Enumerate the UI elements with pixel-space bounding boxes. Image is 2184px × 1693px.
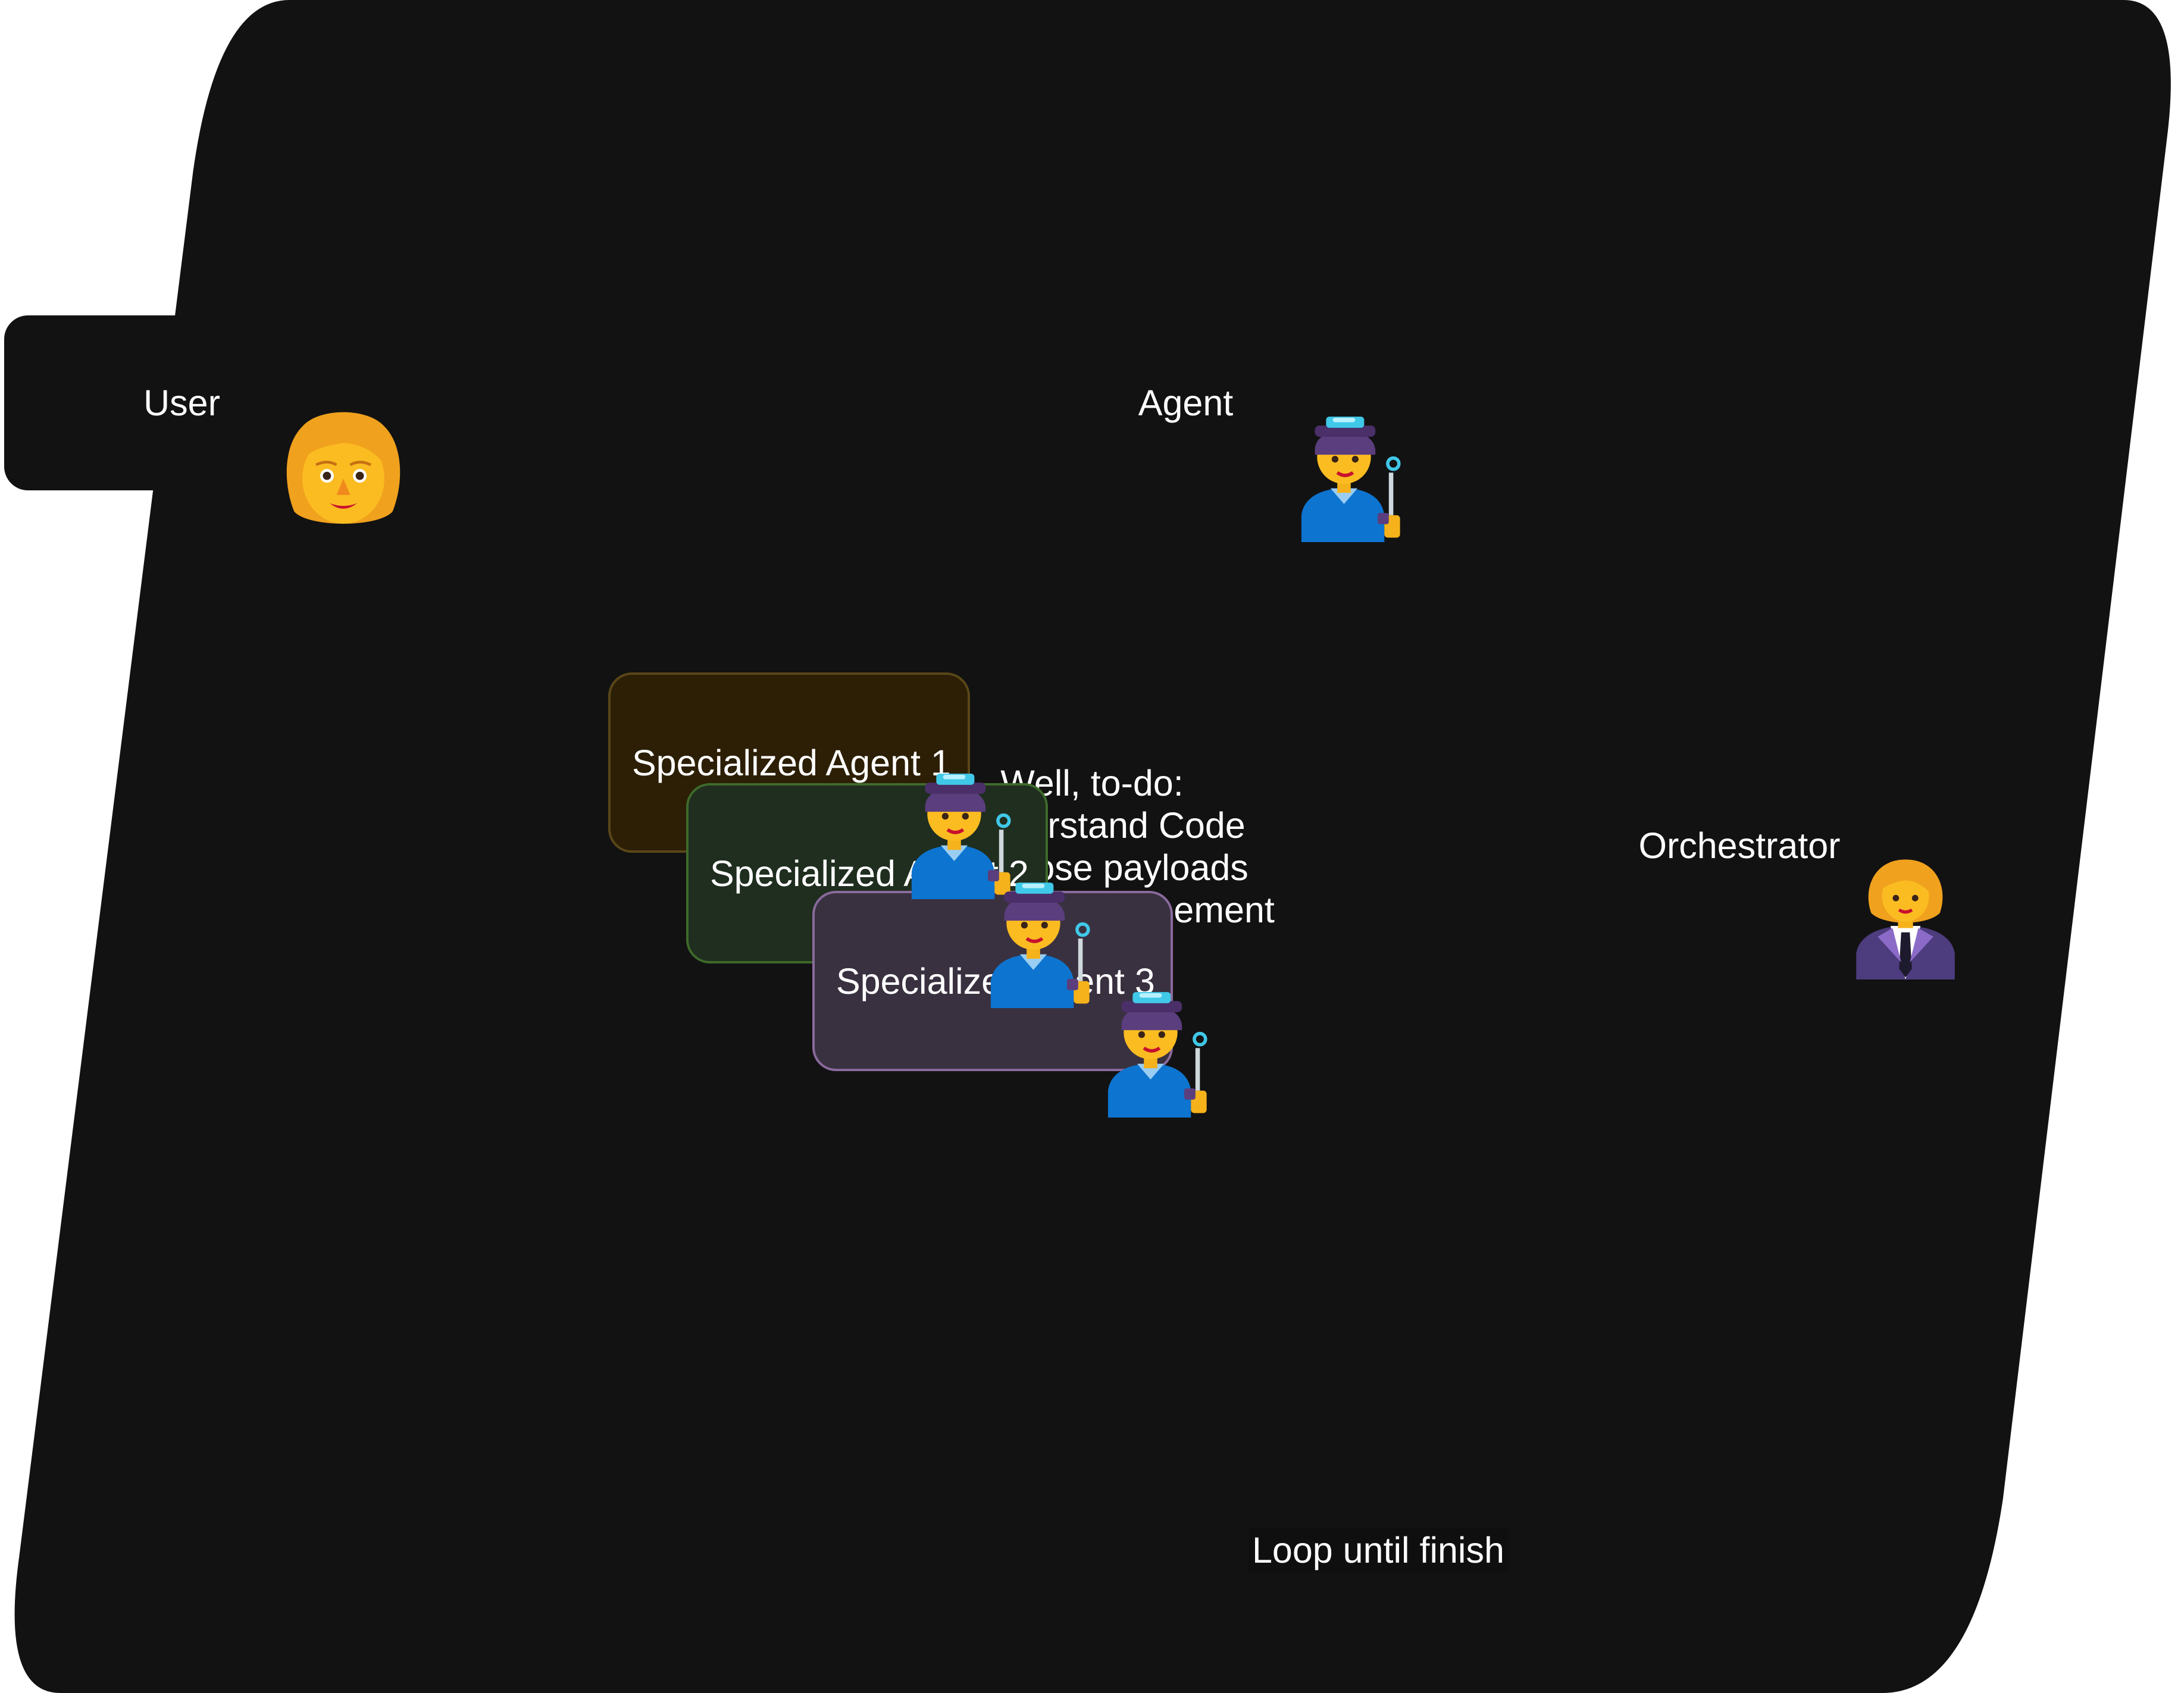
woman-factory-worker-icon [1098,983,1212,1118]
specialized-agent-1-label: Specialized Agent 1 [632,742,951,783]
orchestrator-label: Orchestrator [1638,825,1841,866]
woman-office-worker-icon [1852,848,1959,982]
woman-icon [275,405,412,542]
user-label: User [143,383,220,423]
loop-until-finish-label: Loop until finish [1249,1528,1508,1573]
agent-label: Agent [1138,383,1234,423]
woman-factory-worker-icon [981,874,1095,1008]
woman-factory-worker-icon [1291,408,1406,542]
